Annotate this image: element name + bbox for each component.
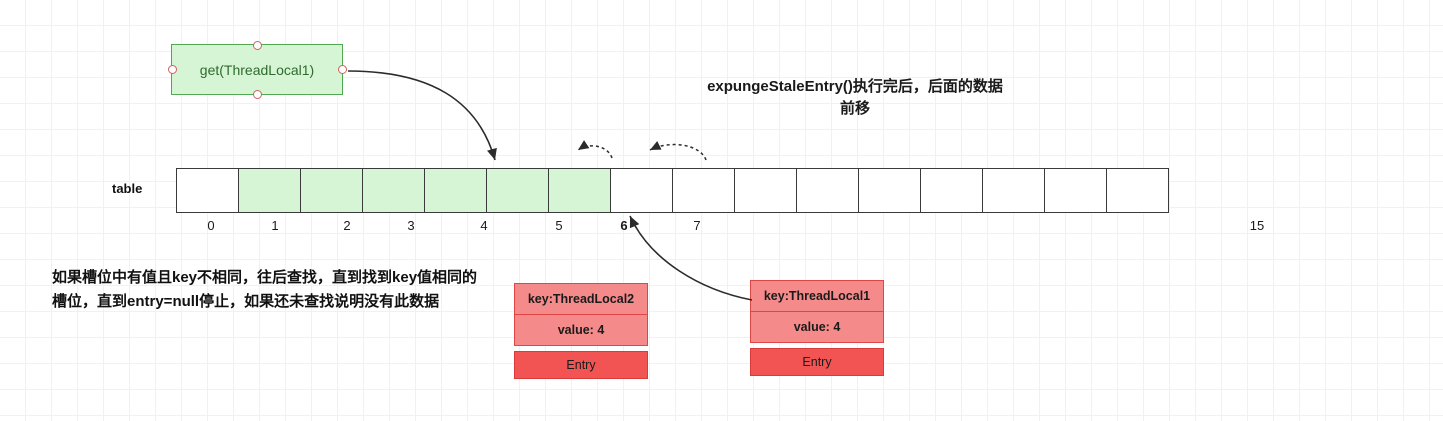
entry-title: Entry (750, 348, 884, 376)
table-cells (176, 168, 1169, 213)
connector-handle-right-icon (337, 65, 347, 74)
connector-handle-top-icon (252, 40, 262, 50)
entry-key: key:ThreadLocal1 (750, 280, 884, 312)
table-cell (1106, 168, 1169, 213)
entry-key: key:ThreadLocal2 (514, 283, 648, 315)
table-cell (486, 168, 549, 213)
arrow-shift-7-to-6 (649, 141, 707, 161)
entry-box-threadlocal2: key:ThreadLocal2 value: 4 Entry (514, 283, 648, 379)
table-index-label: 0 (207, 218, 215, 233)
table-cell (734, 168, 797, 213)
table-cell (1044, 168, 1107, 213)
table-cell (300, 168, 363, 213)
expunge-stale-entry-note: expungeStaleEntry()执行完后，后面的数据前移 (707, 78, 1003, 117)
table-cell (672, 168, 735, 213)
arrow-shift-6-to-5 (577, 140, 613, 159)
get-threadlocal1-box: get(ThreadLocal1) (167, 40, 347, 99)
lookup-rule-note: 如果槽位中有值且key不相同，往后查找，直到找到key值相同的槽位，直到entr… (52, 269, 478, 310)
table-cell (982, 168, 1045, 213)
table-cell (176, 168, 239, 213)
table-index-label: 1 (271, 218, 279, 233)
table-index-label: 3 (407, 218, 415, 233)
table-index-label: 4 (480, 218, 488, 233)
table-index-label: 7 (693, 218, 701, 233)
table-cell (796, 168, 859, 213)
table-cell (362, 168, 425, 213)
table-index-label: 5 (555, 218, 563, 233)
entry-value: value: 4 (514, 314, 648, 346)
table-cell (920, 168, 983, 213)
table-cell (238, 168, 301, 213)
get-threadlocal1-label: get(ThreadLocal1) (199, 61, 315, 78)
table-index-label: 6 (620, 218, 628, 233)
connector-handle-left-icon (167, 65, 177, 74)
table-cell (858, 168, 921, 213)
table-cell (548, 168, 611, 213)
connector-handle-bottom-icon (252, 89, 262, 99)
table-index-label: 2 (343, 218, 351, 233)
entry-value: value: 4 (750, 311, 884, 343)
table-label: table (112, 181, 143, 196)
table-cell (424, 168, 487, 213)
entry-title: Entry (514, 351, 648, 379)
table-index-label: 15 (1249, 218, 1265, 233)
arrow-get-to-slot4 (347, 70, 497, 161)
table-cell (610, 168, 673, 213)
entry-box-threadlocal1: key:ThreadLocal1 value: 4 Entry (750, 280, 884, 376)
